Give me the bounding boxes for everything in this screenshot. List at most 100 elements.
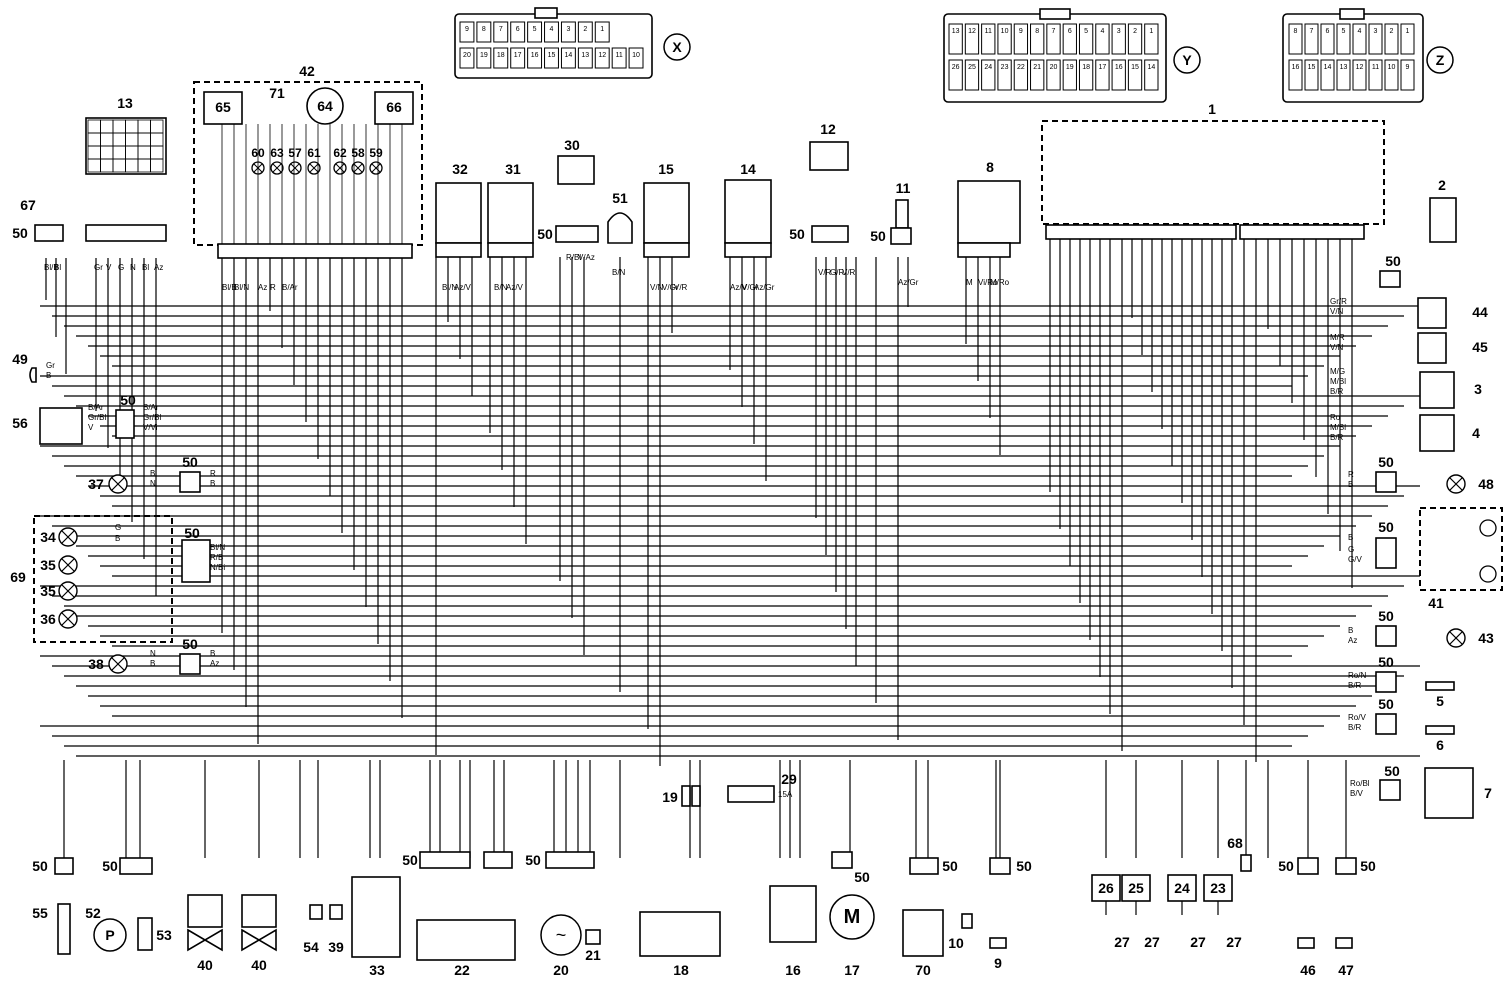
label-17: 17 (844, 962, 860, 978)
connector-x-label: X (672, 39, 682, 55)
connector-pin-number: 19 (480, 52, 488, 59)
fuel-pump-52: 50 P 52 53 (85, 857, 172, 952)
connector-pin (1288, 59, 1303, 91)
connector-pin-number: 13 (952, 28, 960, 35)
wire-color-tag: V/N (1330, 307, 1344, 316)
connector-pin (1336, 23, 1351, 55)
connector-pin-number: 4 (1100, 28, 1104, 35)
connector-pin (1127, 23, 1143, 55)
label-40a: 40 (197, 957, 213, 973)
label-22: 22 (454, 962, 470, 978)
motor-symbol: M (844, 906, 861, 928)
sensor-4: 4 (1419, 414, 1480, 452)
wire-color-tag: Ro/N (1348, 671, 1366, 680)
wire-color-tag: Gr (94, 263, 103, 272)
connector-pin (544, 21, 559, 43)
wire-color-tag: B/R (1330, 387, 1344, 396)
label-21: 21 (585, 947, 601, 963)
wire-color-tag: Bl/N (442, 283, 457, 292)
sensor-55: 50 55 (32, 857, 74, 955)
connector-pin (1384, 59, 1399, 91)
lamp-35a: 35 (40, 555, 78, 575)
label-50-5: 50 (1378, 654, 1394, 670)
battery-18: 18 (639, 911, 721, 978)
label-65: 65 (215, 99, 231, 115)
sensor-51: 51 (607, 190, 633, 244)
connector-pin (948, 23, 963, 55)
connector-pin (1304, 59, 1319, 91)
label-52: 52 (85, 905, 101, 921)
label-68: 68 (1227, 835, 1243, 851)
pump-symbol: P (105, 927, 114, 943)
connector-pin-number: 3 (1374, 28, 1378, 35)
wire-color-tag: N/Bi (210, 563, 225, 572)
connector-pin (527, 21, 543, 43)
connector-pin-number: 10 (1388, 64, 1396, 71)
label-50-16: 50 (854, 869, 870, 885)
sensor-56: 56 50 (12, 392, 136, 445)
connector-pin-number: 9 (1019, 28, 1023, 35)
relay-25: 25 (1121, 874, 1151, 902)
connector-50-right-48: 50 (1375, 454, 1397, 493)
connector-pin-number: 13 (1340, 64, 1348, 71)
label-50-6: 50 (1378, 696, 1394, 712)
wire-color-tag: N (150, 649, 156, 658)
wire-color-tag: G (115, 523, 121, 532)
wire-color-tag: Bl/B (44, 263, 59, 272)
wire-color-tag: G (1348, 545, 1354, 554)
relay-33: 33 (351, 876, 401, 978)
lamp-label: 59 (369, 146, 383, 160)
label-39: 39 (328, 939, 344, 955)
wire-color-tag: Az (154, 263, 163, 272)
lamp-37: 37 (88, 474, 128, 494)
label-50-11: 50 (870, 228, 886, 244)
wire-color-tag: G/V (1348, 555, 1362, 564)
lamp-number: 34 (40, 529, 56, 545)
connector-pin (1400, 59, 1415, 91)
label-47: 47 (1338, 962, 1354, 978)
starter-motor-17: M 17 (829, 894, 875, 978)
label-50-56: 50 (120, 392, 136, 408)
sensor-7: 50 7 (1379, 763, 1492, 819)
relay-23: 23 (1203, 874, 1233, 902)
alternator-20: 50 ~ 20 21 (525, 851, 601, 978)
label-56: 56 (12, 415, 28, 431)
connector-pin-number: 18 (1082, 64, 1090, 71)
lamp-label: 57 (288, 146, 302, 160)
switch-10: 10 (948, 913, 973, 951)
label-27: 27 (1190, 934, 1206, 950)
wire-color-tag: Gr (46, 361, 55, 370)
connector-pin-number: 14 (1147, 64, 1155, 71)
lamp-label: 63 (270, 146, 284, 160)
label-50-12: 50 (789, 226, 805, 242)
wire-color-tag: B/R (1330, 433, 1344, 442)
connector-pin (1127, 59, 1143, 91)
connector-pin-number: 24 (984, 64, 992, 71)
connector-pin-number: 15 (1308, 64, 1316, 71)
connector-pin-number: 7 (499, 26, 503, 33)
alternator-symbol: ~ (556, 925, 567, 945)
relay-26: 26 (1091, 874, 1121, 902)
connector-pin (1320, 59, 1335, 91)
label-51: 51 (612, 190, 628, 206)
connector-pin-number: 20 (1050, 64, 1058, 71)
sensor-5: 50 5 (1375, 654, 1455, 709)
connector-pin-number: 15 (548, 52, 556, 59)
lamp-36: 36 (40, 609, 78, 629)
label-50-22a: 50 (402, 852, 418, 868)
connector-pin (560, 47, 576, 69)
connector-pin (1095, 23, 1110, 55)
connector-pin (527, 47, 543, 69)
label-64: 64 (317, 98, 333, 114)
connector-pin-number: 8 (482, 26, 486, 33)
connector-pin (1304, 23, 1319, 55)
connector-pin-number: 26 (952, 64, 960, 71)
connector-pin (1078, 59, 1094, 91)
wire-color-tag: R/Bl (566, 253, 581, 262)
label-27: 27 (1114, 934, 1130, 950)
connector-pin-number: 5 (533, 26, 537, 33)
connector-pin (594, 21, 610, 43)
connector-pin-number: 2 (583, 26, 587, 33)
fuse-19: 19 (662, 785, 701, 807)
